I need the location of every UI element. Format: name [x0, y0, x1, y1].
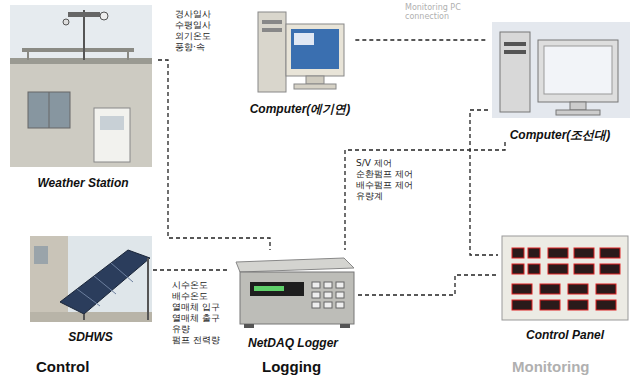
solar-collector-photo	[30, 236, 152, 322]
dashed-connector	[470, 110, 498, 255]
photo-node: Computer(조선대)	[488, 20, 632, 142]
node-caption: SDHWS	[66, 330, 115, 344]
node-caption: Weather Station	[35, 176, 130, 190]
photo-node: Control Panel	[498, 230, 632, 342]
control-panel-photo	[502, 236, 628, 320]
data-logger-photo	[236, 258, 354, 328]
signal-label: 열매체 입구	[172, 302, 220, 312]
signal-label: Monitoring PC connection	[405, 3, 495, 21]
computer-photo	[258, 12, 344, 92]
signal-label: 순환펌프 제어	[356, 169, 413, 179]
dashed-connector	[355, 39, 488, 40]
signal-label: 배수온도	[172, 291, 208, 301]
signal-label: 외기온도	[175, 31, 211, 41]
node-caption: Computer(에기연)	[248, 102, 353, 116]
dashed-connector	[153, 269, 228, 270]
signal-label: 풍향·속	[175, 42, 205, 52]
signal-label: 수평일사	[175, 20, 211, 30]
signal-label: 유량	[172, 324, 190, 334]
photo-node: NetDAQ Logger	[228, 250, 358, 350]
signal-label: S/V 제어	[356, 158, 392, 168]
signal-label: 열매체 출구	[172, 313, 220, 323]
node-caption: NetDAQ Logger	[246, 336, 340, 350]
photo-node: Weather Station	[8, 4, 158, 190]
dashed-connector	[158, 60, 270, 250]
signal-label: 유량계	[356, 191, 383, 201]
photo-node: SDHWS	[28, 232, 153, 344]
computer-photo	[492, 22, 630, 118]
dashed-connector	[345, 142, 505, 250]
signal-label: 경사일사	[175, 9, 211, 19]
section-title: Control	[36, 358, 89, 375]
weather-station-photo	[10, 5, 152, 167]
photo-node: Computer(에기연)	[245, 4, 356, 116]
signal-label: 배수펌프 제어	[356, 180, 413, 190]
dashed-connector	[358, 275, 498, 295]
signal-label: 펌프 전력량	[172, 335, 220, 345]
node-caption: Control Panel	[524, 328, 606, 342]
signal-label: 시수온도	[172, 280, 208, 290]
node-caption: Computer(조선대)	[508, 128, 613, 142]
section-title: Logging	[262, 358, 321, 375]
section-title: Monitoring	[512, 358, 589, 375]
